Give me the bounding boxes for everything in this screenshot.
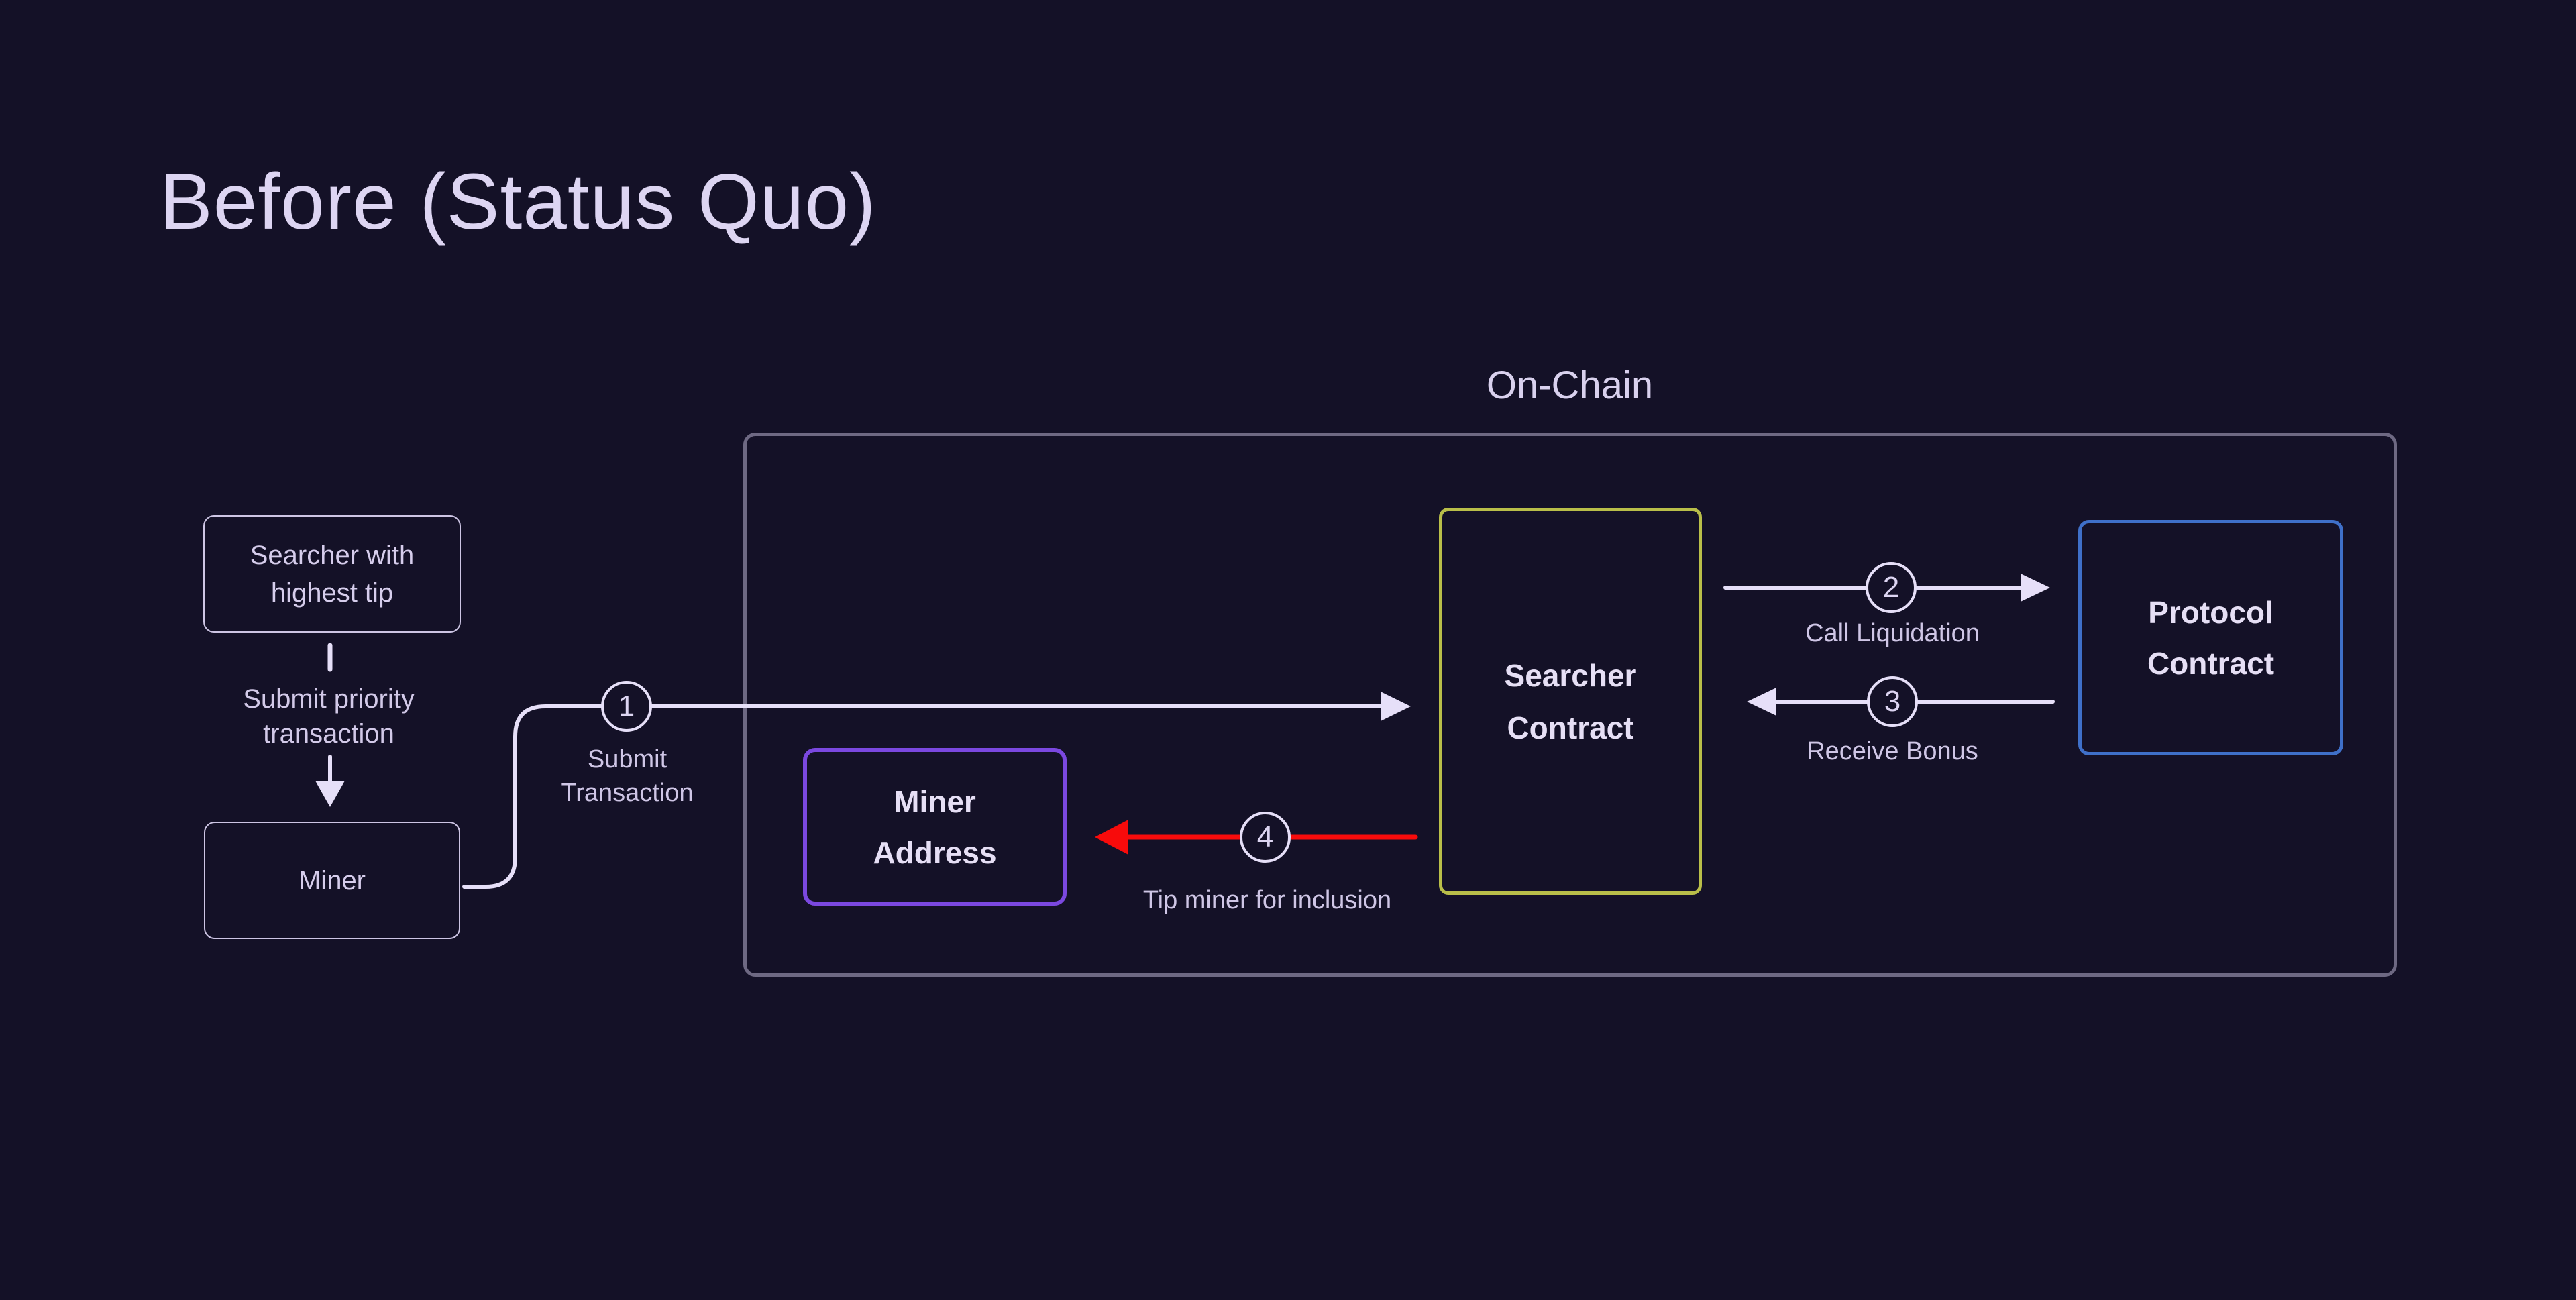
edge-label-to-miner-arrowhead xyxy=(315,781,345,807)
node-protocol-contract-line2: Contract xyxy=(2147,645,2275,681)
step1-label-line1: Submit xyxy=(587,745,667,773)
step3-label: Receive Bonus xyxy=(1807,737,1978,765)
step1-number-badge: 1 xyxy=(601,681,652,732)
node-searcher-contract-line1: Searcher xyxy=(1504,657,1637,693)
step1-number: 1 xyxy=(618,690,635,722)
node-miner: Miner xyxy=(204,822,460,939)
node-miner-address-line2: Address xyxy=(873,834,997,870)
step2-label: Call Liquidation xyxy=(1805,619,1980,647)
node-searcher-with-highest-tip: Searcher with highest tip xyxy=(203,515,461,633)
step4-label: Tip miner for inclusion xyxy=(1142,886,1392,914)
edge-submit-priority-line2: transaction xyxy=(263,719,394,749)
step1-label: Submit Transaction xyxy=(493,743,761,810)
node-miner-label: Miner xyxy=(298,865,366,896)
edge-submit-priority-label: Submit priority transaction xyxy=(161,682,496,751)
page-title: Before (Status Quo) xyxy=(160,158,877,246)
node-searcher-tip-line1: Searcher with xyxy=(250,540,415,570)
edge-submit-priority-line1: Submit priority xyxy=(243,684,415,714)
node-miner-address: Miner Address xyxy=(803,748,1067,906)
step4-number-badge: 4 xyxy=(1240,812,1291,863)
node-miner-address-line1: Miner xyxy=(894,783,976,819)
node-searcher-contract-line2: Contract xyxy=(1507,710,1634,745)
step1-label-line2: Transaction xyxy=(561,779,694,807)
node-searcher-contract: Searcher Contract xyxy=(1439,508,1702,895)
node-protocol-contract: Protocol Contract xyxy=(2078,520,2343,755)
step4-number: 4 xyxy=(1256,820,1274,853)
step3-number-badge: 3 xyxy=(1867,676,1918,727)
step3-number: 3 xyxy=(1884,685,1901,718)
node-protocol-contract-line1: Protocol xyxy=(2148,594,2273,630)
onchain-region-label: On-Chain xyxy=(1486,364,1654,407)
step2-number: 2 xyxy=(1882,571,1900,604)
node-searcher-tip-line2: highest tip xyxy=(270,578,394,608)
step2-number-badge: 2 xyxy=(1866,562,1917,613)
